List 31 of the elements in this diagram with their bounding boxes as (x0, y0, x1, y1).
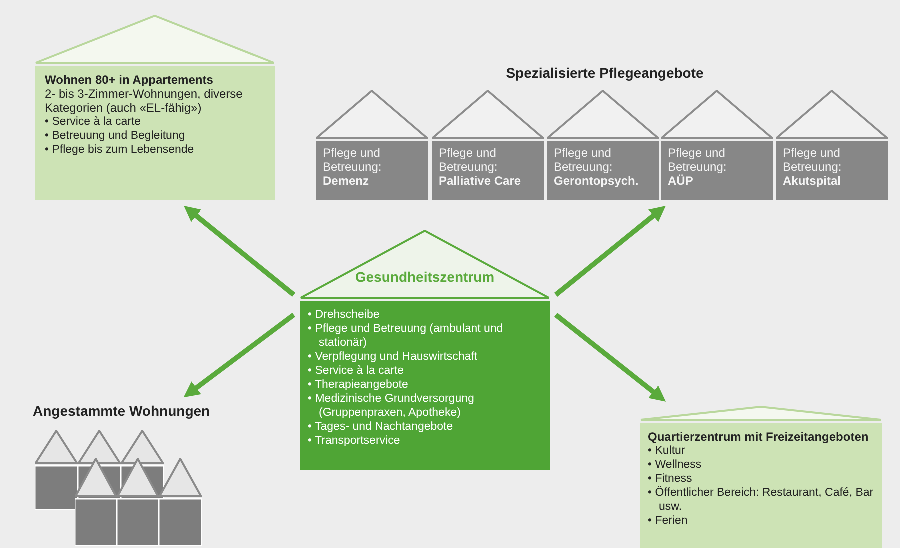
list-item: • Pflege bis zum Lebensende (45, 143, 196, 157)
list-item: • Service à la carte (308, 364, 406, 378)
list-item: • Betreuung und Begleitung (45, 129, 186, 143)
list-item: • Kultur (648, 444, 686, 458)
list-item: • Verpflegung und Hauswirtschaft (308, 350, 479, 364)
arrow (184, 313, 296, 398)
arrow (184, 206, 296, 297)
house-label: Pflege und Betreuung: Gerontopsych. (554, 146, 640, 188)
list-item: • Tages- und Nachtangebote (308, 420, 454, 434)
house-label: Pflege und Betreuung: AÜP (668, 146, 728, 188)
arrow (554, 206, 666, 297)
house-title: Wohnen 80+ in Appartements (45, 73, 214, 87)
list-item: • Ferien (648, 514, 689, 528)
list-item: • Service à la carte (45, 115, 142, 129)
list-item: • Pflege und Betreuung (ambulant und stationär) (308, 322, 504, 350)
house-label: Pflege und Betreuung: Palliative Care (439, 146, 522, 188)
list-item: • Drehscheibe (308, 308, 381, 322)
group-heading: Spezialisierte Pflegeangebote (505, 66, 705, 80)
house-title: Quartierzentrum mit Freizeitangeboten (648, 430, 870, 444)
house-label: Pflege und Betreuung: Demenz (323, 146, 383, 188)
list-item: • Therapieangebote (308, 378, 410, 392)
list-item: • Wellness (648, 458, 703, 472)
list-item: • Fitness (648, 472, 694, 486)
house-title: Gesundheitszentrum (354, 270, 496, 284)
description-text: 2- bis 3-Zimmer-Wohnungen, diverse Kategorien (auch «EL-fähig») (45, 87, 244, 115)
group-heading: Angestammte Wohnungen (33, 404, 210, 418)
arrow (554, 313, 666, 402)
house-label: Pflege und Betreuung: Akutspital (783, 146, 843, 188)
list-item: • Öffentlicher Bereich: Restaurant, Café, Bar usw. (648, 486, 875, 514)
list-item: • Medizinische Grundversorgung (Gruppenpraxen, Apotheke) (308, 392, 476, 420)
list-item: • Transportservice (308, 434, 402, 448)
